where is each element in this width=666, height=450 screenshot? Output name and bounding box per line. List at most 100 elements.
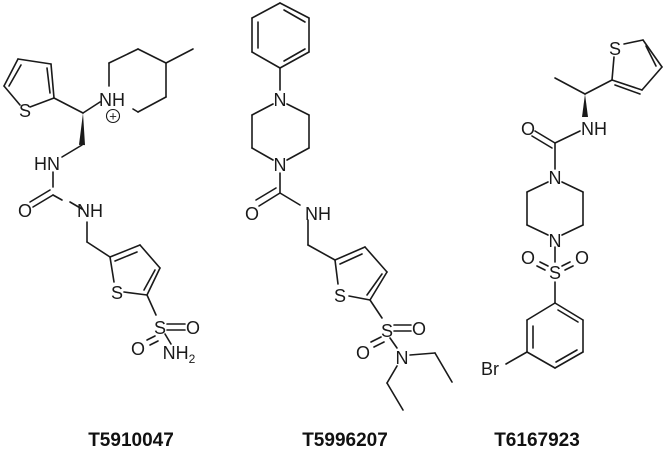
bond-line: [3, 58, 19, 87]
bond-line: [409, 352, 436, 356]
atom-label: O: [245, 204, 259, 224]
bond-line: [286, 103, 310, 116]
bond-line: [61, 144, 83, 158]
bond-line: [52, 194, 63, 201]
atom-label: O: [521, 248, 535, 268]
bond-line: [165, 48, 194, 64]
bond-line: [554, 130, 581, 144]
bond-line: [46, 67, 51, 94]
compound-label-2: T5996207: [302, 430, 388, 450]
atom-label: O: [186, 318, 200, 338]
bond-line: [564, 265, 574, 271]
atom-label: S: [609, 39, 621, 59]
bond-line: [109, 244, 141, 258]
atom-label: S: [111, 283, 123, 303]
bond-line: [611, 56, 615, 81]
atom-label: NH: [305, 204, 331, 224]
atom-label: O: [575, 248, 589, 268]
bond-line: [526, 224, 549, 236]
molecule-T5910047: [3, 48, 194, 346]
bond-line: [132, 108, 139, 113]
bond-line: [386, 382, 404, 411]
bond-line: [526, 302, 556, 321]
bond-line: [69, 201, 83, 210]
charge-sign: +: [109, 109, 117, 124]
bonds-layer: [3, 2, 663, 411]
atom-label: NH: [99, 90, 125, 110]
bond-line: [3, 85, 21, 106]
bond-line: [164, 333, 172, 345]
bond-line: [143, 269, 156, 291]
bond-line: [536, 265, 546, 271]
bond-line: [526, 181, 549, 193]
bond-line: [29, 97, 55, 108]
atom-label: HN: [34, 154, 60, 174]
bond-line: [534, 130, 556, 144]
bond-line: [366, 273, 383, 296]
bond-line: [108, 48, 139, 64]
bond-line: [364, 246, 388, 273]
bond-line: [251, 103, 274, 116]
bond-line: [623, 39, 644, 45]
atom-label: N: [549, 231, 562, 251]
bond-line: [50, 63, 55, 99]
bond-line: [29, 189, 51, 203]
atom-label: O: [356, 343, 370, 363]
atom-label: O: [131, 339, 145, 359]
atom-label: S: [19, 101, 31, 121]
bond-line: [279, 2, 310, 19]
bond-line: [283, 9, 306, 23]
atom-label: O: [521, 119, 535, 139]
bond-line: [137, 96, 167, 113]
atom-label: N: [396, 348, 409, 368]
bond-line: [146, 267, 161, 296]
atom-label: O: [18, 201, 32, 221]
bond-line: [561, 261, 571, 267]
bond-line: [531, 135, 553, 149]
bond-line: [526, 351, 556, 369]
bond-line: [373, 341, 385, 348]
bond-line: [82, 101, 101, 114]
bond-line: [279, 51, 310, 69]
atom-label: Br: [481, 359, 499, 379]
compound-label-3: T6167923: [494, 430, 580, 450]
bond-line: [642, 39, 663, 68]
atom-label: S: [549, 263, 561, 283]
bond-line: [505, 351, 528, 365]
molecule-T6167923: [505, 39, 663, 369]
bond-line: [389, 337, 398, 349]
bond-line: [614, 84, 641, 95]
bond-line: [334, 259, 339, 285]
bond-line: [434, 352, 453, 383]
bond-line: [146, 335, 156, 341]
bond-line: [554, 77, 586, 95]
bond-line: [561, 181, 584, 193]
bond-line: [339, 253, 363, 265]
stereo-wedge-bond: [582, 94, 588, 117]
bond-line: [17, 58, 52, 65]
atom-label: NH: [581, 119, 607, 139]
bond-line: [641, 66, 663, 91]
bond-line: [32, 194, 54, 208]
bond-line: [386, 365, 398, 384]
molecule-T5996207: [251, 2, 453, 411]
bond-line: [251, 2, 281, 19]
bond-line: [251, 147, 274, 161]
bond-line: [370, 336, 382, 343]
atom-label: S: [334, 286, 346, 306]
bond-line: [348, 295, 371, 301]
atom-label: N: [274, 155, 287, 175]
bond-line: [554, 351, 584, 369]
atom-label: S: [154, 318, 166, 338]
bond-line: [557, 309, 579, 323]
bond-line: [645, 45, 657, 67]
bond-line: [251, 51, 281, 69]
bond-line: [561, 224, 584, 236]
stereo-wedge-bond: [79, 113, 85, 146]
bond-line: [307, 244, 336, 261]
